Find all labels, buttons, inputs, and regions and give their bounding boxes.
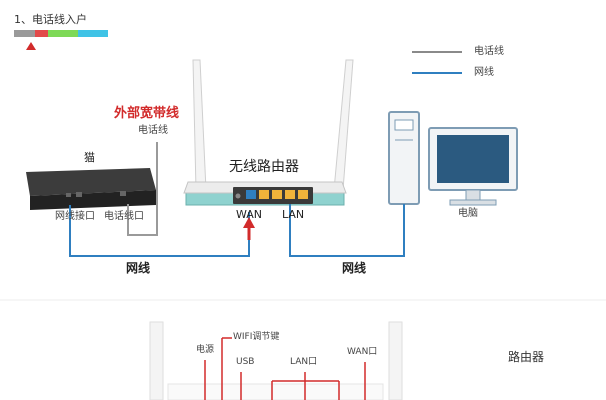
legend-label-network: 网线 [474, 67, 494, 78]
bottom-label-wan: WAN口 [347, 347, 378, 357]
network-cable-left [69, 205, 250, 257]
header-title: 1、电话线入户 [14, 13, 87, 26]
phone-cable [127, 142, 158, 236]
router-lan-label: LAN [282, 208, 305, 221]
computer-drive-bay [394, 119, 414, 131]
modem-port-a [66, 193, 71, 197]
network-cable-right [289, 204, 405, 257]
bottom-label-wifi: WIFI调节键 [233, 332, 280, 342]
router-lan-port-2 [272, 190, 282, 199]
router-wan-label: WAN [236, 208, 263, 221]
callout-subtitle: 电话线 [138, 125, 168, 136]
bottom-label-power: 电源 [196, 345, 215, 355]
legend-label-phone: 电话线 [474, 46, 504, 57]
header-bar-green [48, 30, 78, 37]
computer-name: 电脑 [458, 208, 478, 219]
modem-port-b [76, 192, 82, 197]
cable-label-left: 网线 [126, 261, 151, 275]
modem-port-network-label: 网线接口 [55, 211, 95, 222]
router-lan-port-4 [298, 190, 308, 199]
modem-port-c [120, 191, 126, 196]
router-wan-port [246, 190, 256, 199]
bottom-antenna-1 [149, 321, 164, 400]
bottom-label-lan: LAN口 [290, 357, 318, 367]
modem-name: 猫 [84, 151, 95, 164]
header-pointer-icon [26, 42, 36, 50]
router-power-jack [235, 193, 241, 199]
modem-port-phone-label: 电话线口 [104, 211, 144, 222]
callout-title: 外部宽带线 [114, 106, 180, 121]
bottom-antenna-2 [388, 321, 403, 400]
computer-screen [437, 135, 509, 183]
computer-base [449, 199, 497, 206]
router-antenna-right [333, 59, 354, 191]
header-bar-gray [14, 30, 35, 37]
header-bar-cyan [78, 30, 108, 37]
header-bar-red [35, 30, 48, 37]
router-name: 无线路由器 [229, 159, 299, 175]
computer-stand [465, 189, 481, 201]
cable-label-right: 网线 [342, 261, 367, 275]
modem-top [26, 168, 156, 196]
bottom-router-body [167, 383, 384, 400]
router-lan-port-3 [285, 190, 295, 199]
bottom-label-usb: USB [236, 357, 255, 367]
router-lan-port-1 [259, 190, 269, 199]
wan-arrow-icon [243, 217, 255, 228]
bottom-title: 路由器 [508, 350, 545, 364]
router-antenna-left [192, 59, 207, 191]
